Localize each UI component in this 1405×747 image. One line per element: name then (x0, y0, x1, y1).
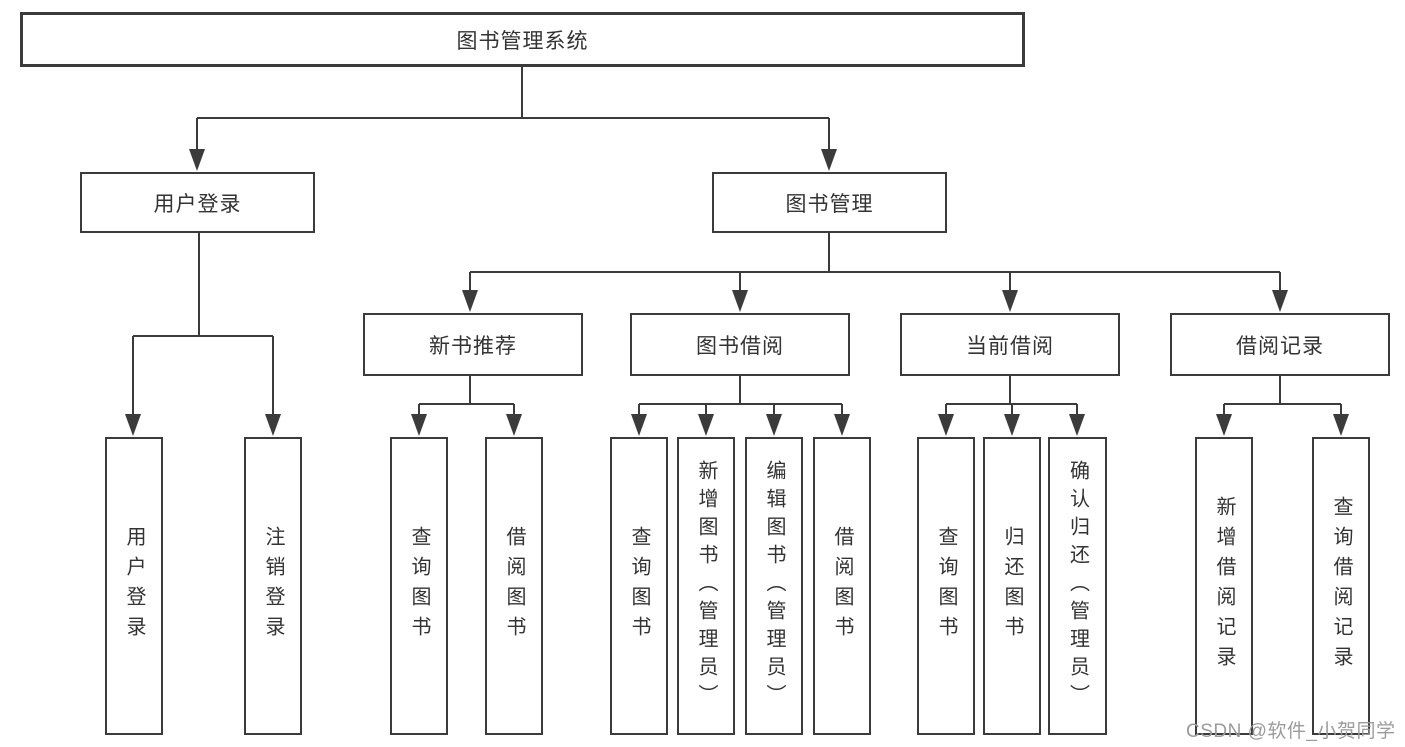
connector-recommend-children (418, 376, 515, 417)
node-root-label: 图书管理系统 (456, 29, 589, 53)
connector-borrow-children (638, 376, 843, 417)
arrow-down-icon (506, 414, 522, 436)
arrow-down-icon (821, 149, 837, 171)
leaf-recommend-borrow-books: 借阅图书 (485, 437, 543, 735)
arrow-down-icon (189, 149, 205, 171)
node-user-login: 用户登录 (80, 172, 315, 233)
node-new-book-recommend-label: 新书推荐 (429, 334, 517, 358)
connector-records-children (1223, 376, 1342, 417)
leaf-borrow-borrow-books-label: 借阅图书 (831, 526, 853, 646)
leaf-records-query-record: 查询借阅记录 (1312, 437, 1370, 735)
arrow-down-icon (1002, 290, 1018, 312)
connector-login-children (132, 233, 274, 417)
arrow-down-icon (938, 414, 954, 436)
arrowhead-icons (125, 149, 1349, 436)
arrow-down-icon (1272, 290, 1288, 312)
leaf-logout: 注销登录 (244, 437, 302, 735)
connector-elbows (132, 67, 1342, 417)
node-root: 图书管理系统 (20, 12, 1025, 67)
leaf-current-query-books-label: 查询图书 (935, 526, 957, 646)
node-current-borrow-label: 当前借阅 (966, 334, 1054, 358)
node-new-book-recommend: 新书推荐 (363, 313, 583, 376)
arrow-down-icon (766, 414, 782, 436)
arrow-down-icon (732, 290, 748, 312)
arrow-down-icon (125, 414, 141, 436)
arrow-down-icon (411, 414, 427, 436)
node-borrow-records: 借阅记录 (1170, 313, 1390, 376)
leaf-borrow-query-books: 查询图书 (610, 437, 668, 735)
arrow-down-icon (1069, 414, 1085, 436)
leaf-recommend-query-books: 查询图书 (390, 437, 448, 735)
arrow-down-icon (698, 414, 714, 436)
arrow-down-icon (631, 414, 647, 436)
connector-management-children (469, 233, 1281, 292)
leaf-current-confirm-return-admin: 确认归还（管理员） (1048, 437, 1107, 735)
leaf-user-login: 用户登录 (105, 437, 163, 735)
leaf-recommend-query-books-label: 查询图书 (408, 526, 430, 646)
leaf-recommend-borrow-books-label: 借阅图书 (503, 526, 525, 646)
leaf-records-query-record-label: 查询借阅记录 (1330, 496, 1352, 676)
leaf-records-add-record-label: 新增借阅记录 (1213, 496, 1235, 676)
node-book-borrow-label: 图书借阅 (696, 334, 784, 358)
node-user-login-label: 用户登录 (153, 192, 242, 216)
leaf-logout-label: 注销登录 (262, 526, 284, 646)
node-book-borrow: 图书借阅 (630, 313, 850, 376)
leaf-current-query-books: 查询图书 (917, 437, 975, 735)
arrow-down-icon (265, 414, 281, 436)
leaf-borrow-add-books-admin-label: 新增图书（管理员） (695, 460, 717, 712)
leaf-borrow-add-books-admin: 新增图书（管理员） (677, 437, 735, 735)
arrow-down-icon (462, 290, 478, 312)
connector-current-children (945, 376, 1078, 417)
node-book-management: 图书管理 (712, 172, 947, 233)
leaf-records-add-record: 新增借阅记录 (1195, 437, 1253, 735)
node-borrow-records-label: 借阅记录 (1236, 334, 1324, 358)
leaf-user-login-label: 用户登录 (123, 526, 145, 646)
arrow-down-icon (1004, 414, 1020, 436)
leaf-current-confirm-return-admin-label: 确认归还（管理员） (1066, 460, 1089, 712)
leaf-borrow-edit-books-admin: 编辑图书（管理员） (745, 437, 803, 735)
node-current-borrow: 当前借阅 (900, 313, 1120, 376)
node-book-management-label: 图书管理 (785, 192, 874, 216)
watermark-text: CSDN @软件_小贺同学 (1186, 721, 1396, 742)
connector-root-children (196, 67, 830, 152)
arrow-down-icon (1333, 414, 1349, 436)
leaf-current-return-books-label: 归还图书 (1001, 526, 1023, 646)
leaf-borrow-borrow-books: 借阅图书 (813, 437, 871, 735)
leaf-current-return-books: 归还图书 (983, 437, 1041, 735)
arrow-down-icon (1216, 414, 1232, 436)
leaf-borrow-edit-books-admin-label: 编辑图书（管理员） (763, 460, 785, 712)
leaf-borrow-query-books-label: 查询图书 (628, 526, 650, 646)
arrow-down-icon (834, 414, 850, 436)
